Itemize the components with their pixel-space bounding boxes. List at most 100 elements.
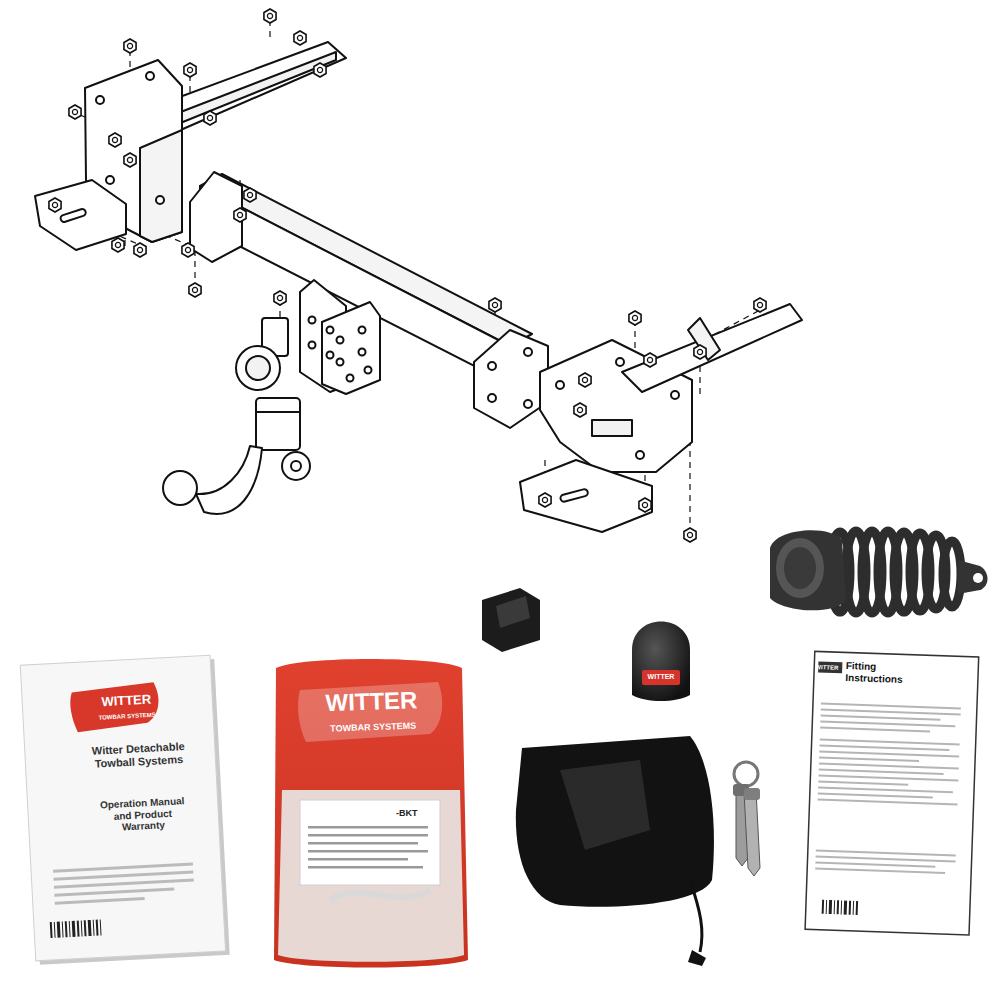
barcode [81, 920, 83, 936]
hex-nut [204, 111, 216, 125]
barcode [834, 900, 835, 914]
manual-booklet [20, 655, 225, 961]
fixing-kit-bag [300, 800, 440, 885]
storage-pouch [516, 736, 714, 966]
hex-nut [267, 13, 272, 18]
bag-label-print [308, 826, 428, 829]
sheet-small-print [819, 757, 919, 762]
bracket-holes [309, 342, 316, 349]
keys [733, 762, 760, 876]
cap-logo: WITTER [642, 673, 680, 681]
plate-hole [146, 72, 154, 80]
plate-slot [592, 420, 632, 436]
plate-hole [488, 362, 496, 370]
hex-nut [189, 283, 201, 297]
hex-nut [184, 63, 196, 77]
hex-nut [109, 133, 121, 147]
hex-nut [274, 291, 286, 305]
bag-label-print [308, 866, 423, 869]
bag-label-print [308, 858, 408, 861]
barcode [54, 922, 56, 938]
sheet-small-print [818, 775, 958, 782]
ball-cover [632, 622, 690, 702]
barcode [844, 901, 847, 915]
hex-nut [124, 39, 136, 53]
instruction-sheet [805, 651, 979, 935]
hex-nut [127, 157, 132, 162]
fixing-kit-bag [298, 682, 442, 742]
nuts-and-bolts [49, 9, 766, 542]
sheet-small-print [816, 856, 956, 863]
ball-cover [642, 670, 680, 685]
left-bracket-arm-flange [160, 52, 336, 128]
barcode [84, 920, 87, 936]
brand-tagline: TOWBAR SYSTEMS [318, 720, 428, 734]
part-code: -BKT [396, 808, 436, 818]
hex-nut [234, 208, 246, 222]
wiring-socket [958, 560, 988, 594]
plate-hole [96, 96, 104, 104]
wiring-socket [776, 538, 824, 598]
sheet-small-print [816, 850, 956, 857]
hex-nut [757, 302, 762, 307]
hex-nut [697, 349, 702, 354]
sheet-small-print [819, 769, 944, 775]
sheet-small-print [815, 862, 935, 868]
booklet-subtitle: Operation Manual and Product Warranty [92, 795, 194, 835]
hex-nut [489, 298, 501, 312]
hex-nut [492, 302, 497, 307]
plate-hole [488, 394, 496, 402]
plate-hole [156, 196, 164, 204]
booklet-small-print [53, 871, 193, 881]
rubber-bung [496, 596, 530, 628]
bag-label-print [308, 850, 428, 853]
plate-hole [671, 391, 679, 399]
plate-slot [60, 208, 87, 223]
assembly-dash-lines [60, 20, 760, 530]
plate-hole [106, 176, 114, 184]
plate-hole [636, 451, 644, 459]
hex-nut [574, 403, 586, 417]
hex-nut [124, 39, 136, 53]
booklet-small-print [54, 878, 194, 888]
sheet-small-print [818, 799, 958, 806]
beam-right-end-plate [474, 330, 548, 428]
hex-nut [72, 109, 77, 114]
hex-nut [52, 202, 57, 207]
assembly-dash-lines [689, 440, 690, 530]
booklet-title: Witter Detachable Towball Systems [88, 740, 189, 770]
hex-nut [274, 291, 286, 305]
sheet-small-print [819, 763, 959, 770]
brand-tagline: TOWBAR SYSTEMS [92, 711, 162, 722]
hex-nut [127, 43, 132, 48]
hex-nut [644, 353, 656, 367]
plate-slot [560, 488, 589, 502]
storage-pouch [516, 736, 714, 907]
hex-nut [112, 238, 124, 252]
hex-nut [629, 311, 641, 325]
bag-label-print [308, 842, 418, 845]
neck-bracket-plate [322, 302, 380, 394]
bracket-holes [327, 352, 334, 359]
storage-pouch [560, 760, 650, 850]
right-bracket-arm [622, 304, 802, 392]
barcode [829, 900, 832, 914]
socket-face [246, 356, 270, 380]
hex-nut [112, 238, 124, 252]
hex-nut [294, 31, 306, 45]
hex-nut [639, 498, 651, 512]
hex-nut [754, 298, 766, 312]
hex-nut [234, 208, 246, 222]
rubber-bung [482, 588, 540, 652]
hex-nut [264, 9, 276, 23]
sheet-small-print [820, 727, 930, 733]
keys [734, 762, 758, 786]
plate-hole [524, 400, 532, 408]
hex-nut [644, 353, 656, 367]
barcode [77, 921, 80, 937]
instruction-sheet [805, 651, 979, 935]
hex-nut [207, 115, 212, 120]
hex-nut [314, 63, 326, 77]
storage-pouch [690, 880, 702, 952]
bracket-holes [359, 349, 366, 356]
